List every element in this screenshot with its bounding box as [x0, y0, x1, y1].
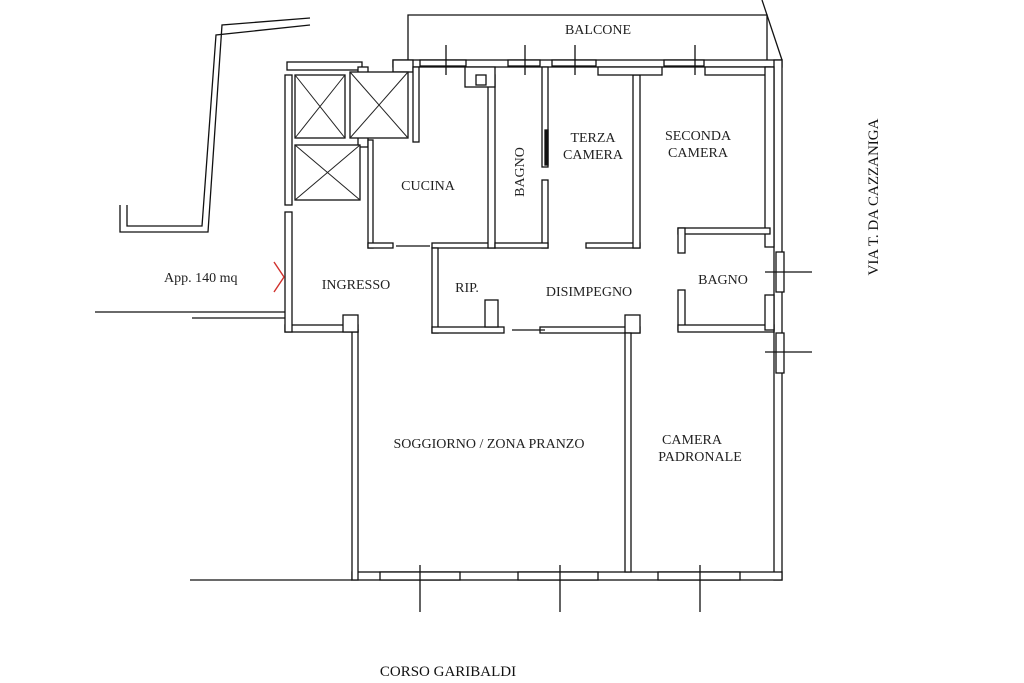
room-label-bagno: BAGNO: [513, 147, 528, 197]
room-label-camera-padronale-line1: CAMERA: [662, 433, 723, 448]
room-label-ripostiglio: RIP.: [455, 281, 479, 296]
room-label-seconda-camera-line2: CAMERA: [668, 146, 729, 161]
walls: [284, 59, 783, 581]
shafts: [294, 71, 409, 201]
room-label-seconda-camera-line1: SECONDA: [665, 129, 732, 144]
room-label-terza-camera-line1: TERZA: [570, 131, 616, 146]
windows: [379, 45, 812, 612]
room-label-cucina: CUCINA: [401, 179, 456, 194]
street-label-right: VIA T. DA CAZZANIGA: [866, 118, 882, 275]
room-label-soggiorno: SOGGIORNO / ZONA PRANZO: [394, 437, 585, 452]
room-label-camera-padronale-line2: PADRONALE: [658, 450, 742, 465]
balcony: [407, 14, 768, 60]
area-label: App. 140 mq: [164, 271, 238, 286]
street-label-bottom: CORSO GARIBALDI: [380, 664, 516, 680]
room-label-terza-camera-line2: CAMERA: [563, 148, 624, 163]
building-context-lines: [95, 0, 783, 581]
room-label-balcone: BALCONE: [565, 23, 631, 38]
room-label-bagno-2: BAGNO: [698, 273, 748, 288]
room-label-ingresso: INGRESSO: [322, 278, 390, 293]
room-label-disimpegno: DISIMPEGNO: [546, 285, 632, 300]
entrance-marker-icon: [273, 261, 285, 293]
